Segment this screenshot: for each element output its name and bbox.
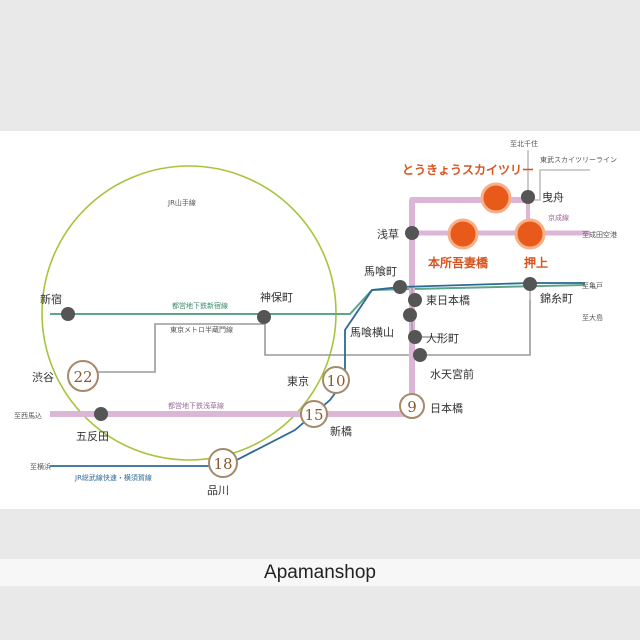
shinjuku-line — [50, 284, 586, 315]
name-jimbocho: 神保町 — [260, 290, 293, 304]
dot-ningyocho — [408, 330, 422, 344]
name-shinjuku: 新宿 — [40, 292, 62, 306]
name-asakusa: 浅草 — [377, 228, 399, 241]
label-skytree-line: 東武スカイツリーライン — [540, 155, 617, 164]
minutes-shinagawa: 18 — [213, 455, 232, 473]
hanzomon-line — [85, 300, 531, 373]
label-shinjuku-line: 都営地下鉄新宿線 — [172, 301, 228, 310]
station-dots — [61, 190, 537, 421]
name-higashinihombashi: 東日本橋 — [426, 293, 470, 307]
name-bakurocho: 馬喰町 — [364, 264, 397, 278]
dot-jimbocho — [257, 310, 271, 324]
dest-kameido: 至亀戸 — [582, 281, 603, 290]
name-bakuroyokoyama: 馬喰横山 — [350, 325, 394, 339]
dot-gotanda — [94, 407, 108, 421]
dest-narita: 至成田空港 — [582, 230, 617, 239]
name-kinshicho: 錦糸町 — [540, 291, 573, 305]
name-ningyocho: 人形町 — [426, 332, 459, 345]
oshiage-marker — [514, 218, 546, 250]
name-nihombashi: 日本橋 — [430, 401, 463, 415]
name-skytree: とうきょうスカイツリー — [402, 163, 534, 177]
label-hanzomon: 東京メトロ半蔵門線 — [170, 325, 233, 334]
skytree-marker — [480, 182, 512, 214]
name-suitengumae: 水天宮前 — [430, 367, 474, 381]
dot-kinshicho — [523, 277, 537, 291]
dest-ojima: 至大島 — [582, 313, 603, 322]
name-tokyo: 東京 — [287, 374, 309, 388]
sobu-line — [50, 282, 585, 467]
dot-shinjuku — [61, 307, 75, 321]
minutes-shimbashi: 15 — [304, 406, 323, 424]
honjoazumabashi-marker — [447, 218, 479, 250]
label-yamanote: JR山手線 — [167, 198, 196, 207]
dot-asakusa — [405, 226, 419, 240]
dot-bakurocho — [393, 280, 407, 294]
badge-shinagawa — [208, 448, 238, 478]
label-asakusa-line: 都営地下鉄浅草線 — [168, 401, 224, 410]
watermark-band — [0, 559, 640, 586]
name-gotanda: 五反田 — [76, 430, 109, 443]
label-keisei: 京成線 — [548, 213, 569, 222]
highlight-stations — [447, 182, 546, 250]
dest-nishimagome: 至西馬込 — [14, 411, 42, 420]
dot-bakuroyokoyama — [403, 308, 417, 322]
dot-hikifune — [521, 190, 535, 204]
dot-suitengumae — [413, 348, 427, 362]
dest-yokohama: 至横浜 — [30, 462, 51, 471]
name-shimbashi: 新橋 — [330, 424, 352, 438]
badge-nihombashi — [399, 393, 425, 419]
name-honjoazumabashi: 本所吾妻橋 — [428, 255, 489, 270]
name-oshiage: 押上 — [524, 255, 548, 270]
name-shibuya: 渋谷 — [32, 371, 54, 384]
badge-shimbashi — [300, 400, 328, 428]
minutes-nihombashi: 9 — [407, 398, 417, 416]
label-sobu-yokosuka: JR総武線快速・横須賀線 — [74, 473, 152, 482]
name-shinagawa: 品川 — [207, 484, 229, 497]
watermark-text: Apamanshop — [264, 562, 376, 583]
minutes-shibuya: 22 — [73, 368, 92, 386]
name-hikifune: 曳舟 — [542, 190, 564, 204]
skytree-line — [527, 150, 590, 201]
dest-kitasenju: 至北千住 — [510, 139, 538, 148]
badge-tokyo — [322, 366, 350, 394]
badge-shibuya — [67, 360, 99, 392]
minutes-tokyo: 10 — [326, 372, 345, 390]
minute-badges: 22 10 15 18 9 — [67, 360, 425, 478]
dot-higashinihombashi — [408, 293, 422, 307]
